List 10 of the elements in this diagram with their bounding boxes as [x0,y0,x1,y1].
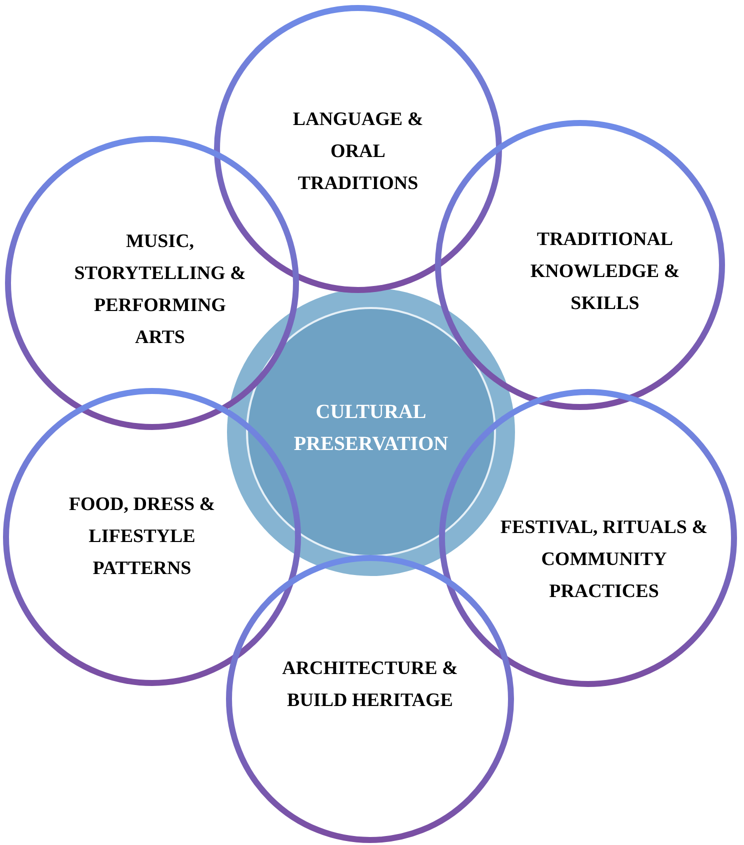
circle-label: MUSIC, STORYTELLING & PERFORMING ARTS [73,230,247,350]
petal-circle [4,135,300,431]
circle-label: FESTIVAL, RITUALS & COMMUNITY PRACTICES [499,516,709,604]
petal-circle [434,119,726,411]
circle-label: LANGUAGE & ORAL TRADITIONS [292,108,424,196]
petal-circle [225,554,515,844]
circle-label: FOOD, DRESS & LIFESTYLE PATTERNS [68,493,216,581]
circle-label: CULTURAL PRESERVATION [292,400,450,457]
circle-label: TRADITIONAL KNOWLEDGE & SKILLS [529,228,681,316]
circle-label: ARCHITECTURE & BUILD HERITAGE [281,657,459,713]
